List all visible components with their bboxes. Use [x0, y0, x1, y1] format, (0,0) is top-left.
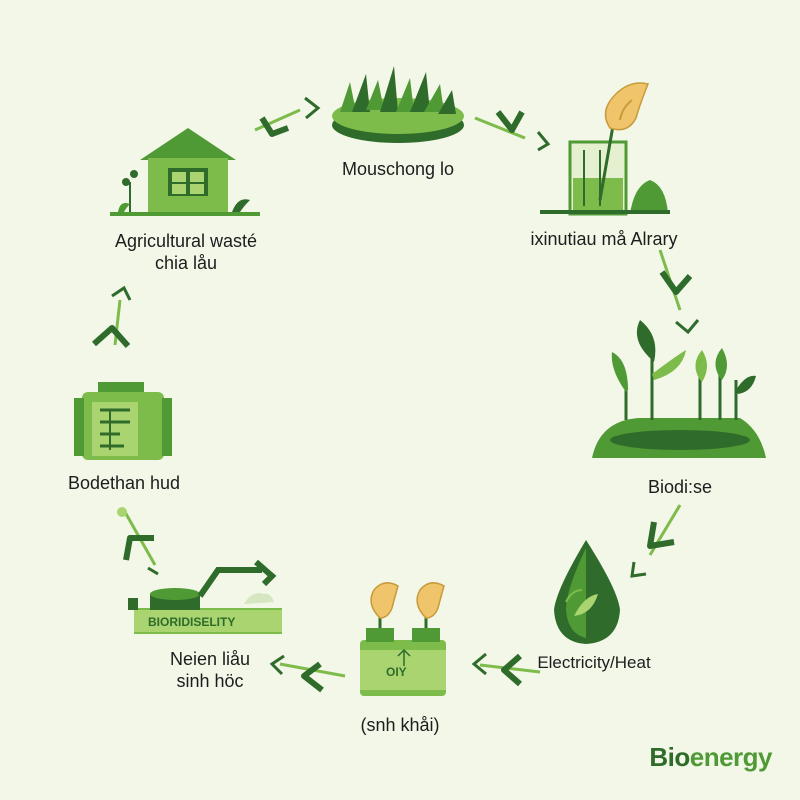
arrow-grass-to-beaker	[474, 110, 551, 152]
label-top-left-line1: Agricultural wasté	[114, 231, 258, 251]
label-top-right: ixinutiau må Alrary	[530, 229, 678, 249]
label-bottom-left-line2: sinh höc	[176, 671, 244, 691]
arrow-biodiesel-to-tank	[117, 507, 159, 576]
label-bottom-right: Electricity/Heat	[537, 653, 651, 672]
label-top-left-line2: chia låu	[154, 253, 218, 273]
arrow-beaker-to-plants	[658, 249, 700, 335]
label-bottom: (snh khåi)	[360, 715, 440, 735]
label-top: Mouschong lo	[341, 159, 455, 179]
label-right: Biodi:se	[647, 477, 713, 497]
arrow-house-to-grass	[254, 96, 321, 137]
label-left: Bodethan hud	[67, 473, 181, 493]
beaker-flame-icon	[540, 82, 670, 216]
brand-part1: Bio	[649, 742, 690, 772]
biodiesel-plate-text: BIORIDISELITY	[148, 615, 235, 629]
farm-house-icon	[110, 128, 260, 216]
plants-soil-icon	[592, 320, 766, 458]
water-drop-icon	[554, 540, 620, 644]
biodiesel-machine-icon: BIORIDISELITY	[128, 559, 282, 634]
arrow-tank-to-house	[92, 285, 132, 348]
fuel-tank-icon	[74, 382, 172, 460]
label-bottom-left: Neien liåu sinh höc	[170, 648, 250, 692]
arrow-plants-to-drop	[630, 504, 682, 578]
jar-plate-text: OIY	[386, 665, 407, 679]
label-top-left: Agricultural wasté chia låu	[115, 230, 257, 274]
biofuel-jars-icon: OIY	[360, 582, 446, 696]
grass-patch-icon	[332, 66, 464, 143]
label-bottom-left-line1: Neien liåu	[169, 649, 251, 669]
arrow-jars-to-biodiesel	[269, 654, 346, 693]
arrow-drop-to-jars	[471, 652, 541, 687]
brand-logo: Bioenergy	[649, 742, 772, 773]
brand-part2: energy	[689, 742, 773, 772]
